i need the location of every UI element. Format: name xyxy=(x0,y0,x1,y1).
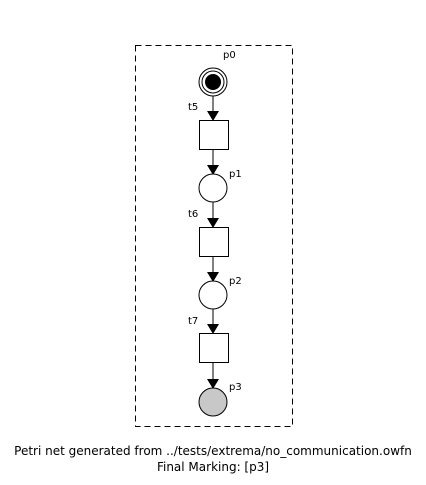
transition-t7-box xyxy=(199,333,229,363)
place-p0: p0 xyxy=(198,50,236,97)
transition-t7-label: t7 xyxy=(188,316,198,327)
caption-line-1: Petri net generated from ../tests/extrem… xyxy=(14,444,412,458)
place-p1: p1 xyxy=(198,169,242,203)
transition-t6-label: t6 xyxy=(188,209,198,220)
transition-t6: t6 xyxy=(188,209,229,257)
transition-t5-label: t5 xyxy=(188,102,198,113)
place-p3: p3 xyxy=(198,382,242,417)
transition-t5: t5 xyxy=(188,102,229,150)
transition-t7: t7 xyxy=(188,316,229,363)
place-p3-circle xyxy=(198,387,228,417)
transition-t5-box xyxy=(199,120,229,150)
transition-t6-box xyxy=(199,227,229,257)
place-p2-circle xyxy=(198,280,228,310)
place-p1-label: p1 xyxy=(229,169,242,180)
place-p2: p2 xyxy=(198,276,242,310)
place-p2-label: p2 xyxy=(229,276,242,287)
net-boundary xyxy=(135,45,293,427)
place-p1-circle xyxy=(198,173,228,203)
place-p0-label: p0 xyxy=(223,50,236,61)
caption-line-2: Final Marking: [p3] xyxy=(157,460,269,474)
token-p0 xyxy=(205,74,221,90)
place-p3-label: p3 xyxy=(229,382,242,393)
